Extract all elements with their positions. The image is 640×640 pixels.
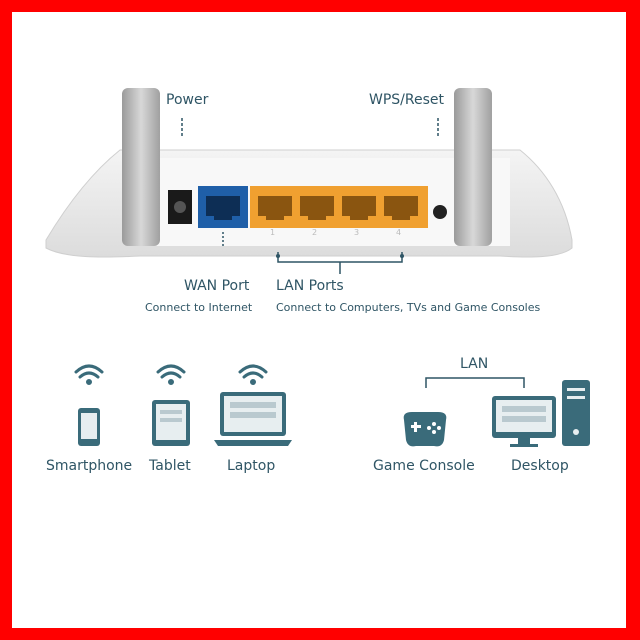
wan-port-description: Connect to Internet	[145, 301, 253, 314]
left-antenna	[122, 88, 160, 246]
lan-ports-label: LAN Ports	[276, 278, 344, 294]
lan-label: LAN	[460, 356, 489, 372]
desktop-label: Desktop	[511, 458, 569, 474]
game-console-label: Game Console	[373, 458, 475, 474]
device-icons	[74, 364, 590, 447]
port-number-2: 2	[312, 228, 318, 237]
tablet-label: Tablet	[149, 458, 191, 474]
power-jack	[168, 190, 192, 224]
port-number-4: 4	[396, 228, 402, 237]
port-number-1: 1	[270, 228, 276, 237]
wifi-icon	[238, 364, 268, 385]
wps-reset-label: WPS/Reset	[369, 92, 444, 108]
desktop-icon	[492, 380, 590, 447]
smartphone-icon	[78, 408, 100, 446]
power-label: Power	[166, 92, 209, 108]
gamepad-icon	[403, 412, 447, 447]
laptop-label: Laptop	[227, 458, 276, 474]
laptop-icon	[214, 392, 292, 446]
wan-port	[198, 186, 248, 228]
lan-wired-bracket	[425, 377, 525, 388]
tablet-icon	[152, 400, 190, 446]
right-antenna	[454, 88, 492, 246]
wps-reset-button	[433, 205, 447, 219]
wan-port-label: WAN Port	[184, 278, 250, 294]
lan-ports-description: Connect to Computers, TVs and Game Conso…	[276, 301, 541, 314]
wifi-icon	[156, 364, 186, 385]
wifi-icon	[74, 364, 104, 385]
router-diagram	[45, 88, 573, 388]
smartphone-label: Smartphone	[46, 458, 133, 474]
lan-ports	[250, 186, 428, 228]
diagram-canvas: 1 2 3 4 Power WPS/Reset WAN Port Connect…	[12, 12, 626, 628]
port-number-3: 3	[354, 228, 360, 237]
